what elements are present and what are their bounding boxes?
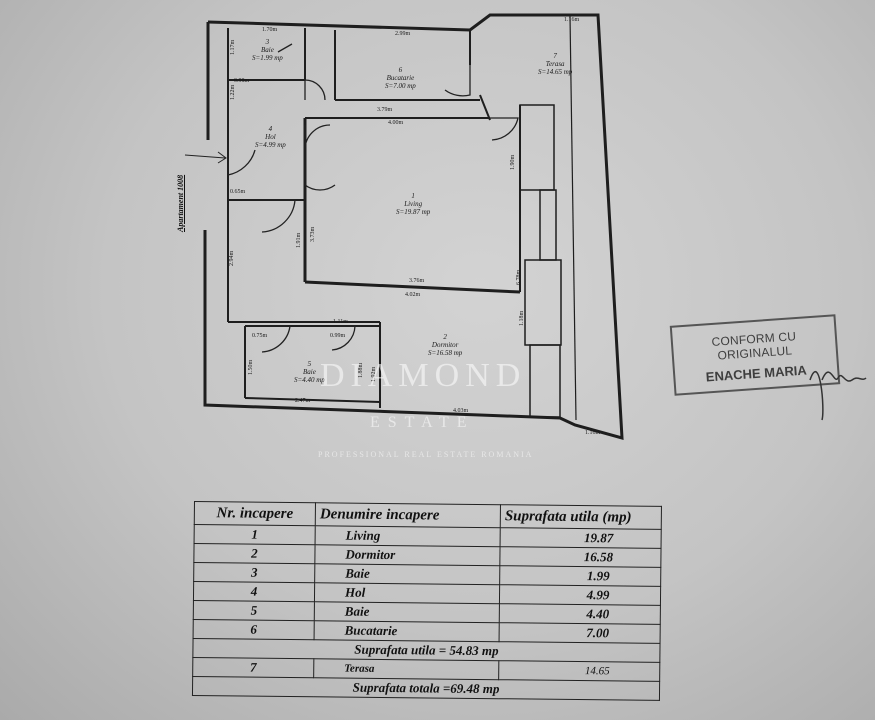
dimension: 3.79m [377,107,393,113]
dimension: 4.02m [405,292,421,298]
dimension: 2.94m [229,250,235,266]
signature-scribble [809,370,867,421]
cell-nr: 7 [192,657,314,678]
dimension: 1.91m [296,232,302,248]
cell-name: Living [315,525,501,547]
cell-area: 19.87 [500,527,662,549]
cell-area: 4.40 [499,603,661,625]
room-label-terasa: 7 Terasa S=14.65 mp [538,52,573,76]
dimension: 1.70m [262,27,278,33]
cell-area: 14.65 [498,660,660,682]
cell-nr: 3 [193,562,315,583]
watermark-sub: ESTATE [370,414,475,431]
cell-name: Baie [314,601,500,623]
dimension: 1.11m [333,319,348,325]
dimension: 3.76m [409,278,425,284]
dimension: 1.18m [519,310,525,326]
dimension: 0.65m [230,189,246,195]
cell-nr: 1 [194,524,316,545]
dimension: 4.03m [453,408,469,414]
dimension: 0.75m [252,333,268,339]
header-nr: Nr. incapere [194,501,316,526]
dimension: 3.73m [310,226,316,242]
dimension: 1.22m [230,84,236,100]
outer-wall [203,13,624,441]
header-area: Suprafata utila (mp) [500,504,662,530]
room-label-baie-5: 5 Baie S=4.40 mp [294,360,325,384]
watermark-brand: DIAMOND [320,357,527,394]
dimension: 2.99m [395,31,411,37]
room-label-living: 1 Living S=19.87 mp [396,192,431,216]
cell-area: 7.00 [499,622,661,644]
cell-area: 4.99 [499,584,661,606]
dimension: 2.47m [295,398,311,404]
room-label-bucatarie: 6 Bucatarie S=7.00 mp [385,66,416,90]
cell-name: Terasa [313,658,499,680]
cell-nr: 5 [193,600,315,621]
room-areas-table: Nr. incapere Denumire incapere Suprafata… [192,501,662,701]
cell-name: Bucatarie [314,620,500,642]
watermark-tagline: PROFESSIONAL REAL ESTATE ROMANIA [318,450,534,459]
dimension: 4.00m [388,120,404,126]
apartment-entry-label: Apartament 1008 [176,174,185,232]
dimension: 1.16m [585,430,601,436]
room-label-baie-3: 3 Baie S=1.99 mp [252,38,283,62]
room-label-dormitor: 2 Dormitor S=16.58 mp [428,333,463,357]
dimension: 0.99m [330,333,346,339]
cell-area: 1.99 [499,565,661,587]
dimension: 1.90m [510,154,516,170]
cell-name: Hol [314,582,500,604]
cell-nr: 4 [193,581,315,602]
dimension: 6.78m [516,269,522,285]
cell-name: Baie [314,563,500,585]
cell-area: 16.58 [499,546,662,568]
cell-name: Dormitor [314,544,501,566]
dimension: 0.98m [234,78,250,84]
dimension: 1.16m [564,17,580,23]
header-name: Denumire incapere [315,502,501,528]
cell-nr: 6 [193,619,315,640]
room-label-hol: 4 Hol S=4.99 mp [255,125,286,149]
cell-nr: 2 [193,543,316,564]
dimension: 1.50m [248,359,254,375]
dimension: 1.17m [230,39,236,55]
